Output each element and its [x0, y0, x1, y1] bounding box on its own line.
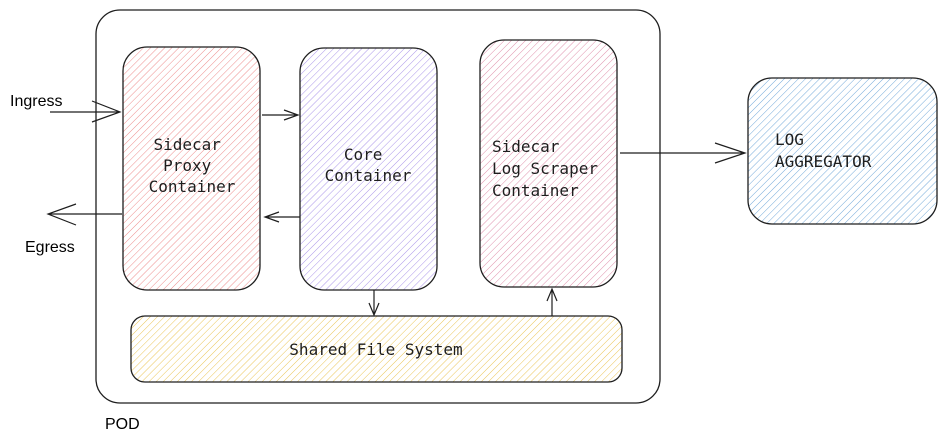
filesystem-to-scraper-arrow [546, 287, 558, 316]
egress-label: Egress [25, 239, 75, 256]
core-container-label: Core Container [325, 145, 412, 185]
pod-boundary [95, 9, 661, 404]
core-to-filesystem-arrow [368, 290, 380, 317]
log-scraper-label: Sidecar Log Scraper Container [492, 137, 608, 200]
shared-file-system [130, 315, 623, 383]
sidecar-log-scraper-container [479, 39, 618, 288]
ingress-arrow [50, 100, 122, 123]
log-aggregator [747, 77, 938, 225]
shared-file-system-label: Shared File System [289, 340, 462, 359]
sidecar-proxy-label: Sidecar Proxy Container [149, 135, 236, 196]
core-container [299, 47, 438, 291]
proxy-to-core-arrow [262, 109, 300, 121]
sidecar-proxy-container [122, 46, 261, 291]
core-to-proxy-arrow [263, 211, 300, 223]
log-aggregator-label: LOG AGGREGATOR [775, 130, 872, 171]
scraper-to-aggregator-arrow [620, 142, 747, 164]
egress-arrow [46, 203, 122, 226]
ingress-label: Ingress [10, 93, 62, 110]
pod-label: POD [105, 416, 140, 433]
